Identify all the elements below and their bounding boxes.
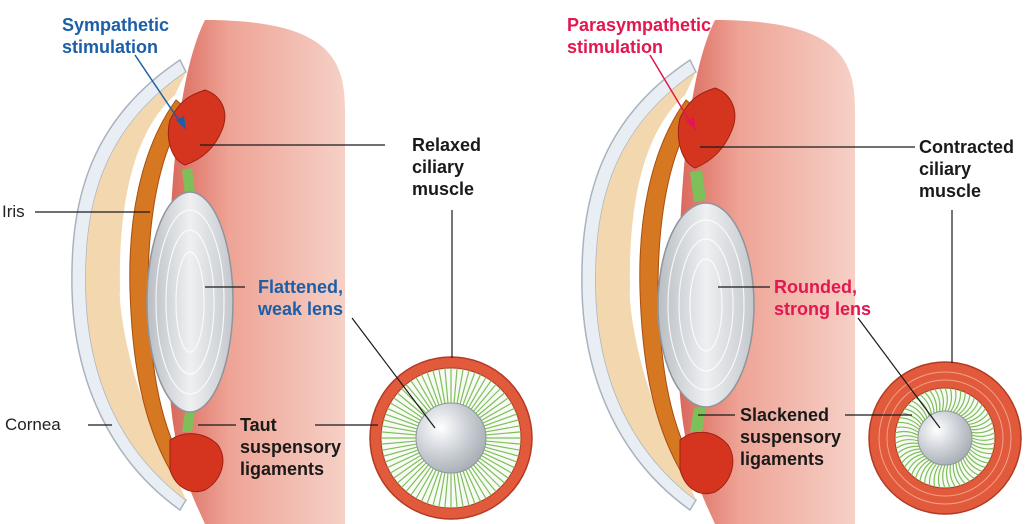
left-lens [147,192,233,412]
label-line: strong lens [774,298,871,320]
label-line: Contracted [919,136,1014,158]
label-line: ligaments [740,448,841,470]
label-line: ciliary [919,158,1014,180]
label-line: Taut [240,414,341,436]
label-line: muscle [412,178,481,200]
iris-label: Iris [2,201,25,223]
right-ring-inset [869,362,1021,514]
label-line: Slackened [740,404,841,426]
contracted-ciliary-muscle-label: Contracted ciliary muscle [919,136,1014,202]
label-line: ligaments [240,458,341,480]
rounded-lens-label: Rounded, strong lens [774,276,871,320]
label-line: Flattened, [258,276,343,298]
label-line: Relaxed [412,134,481,156]
right-lens [658,203,754,407]
label-line: Sympathetic [62,14,169,36]
flattened-lens-label: Flattened, weak lens [258,276,343,320]
taut-ligaments-label: Taut suspensory ligaments [240,414,341,480]
parasympathetic-stimulation-label: Parasympathetic stimulation [567,14,711,58]
label-line: suspensory [740,426,841,448]
label-line: suspensory [240,436,341,458]
label-line: Rounded, [774,276,871,298]
label-line: stimulation [62,36,169,58]
cornea-label: Cornea [5,414,61,436]
sympathetic-stimulation-label: Sympathetic stimulation [62,14,169,58]
label-line: stimulation [567,36,711,58]
label-line: muscle [919,180,1014,202]
left-ring-inset [370,357,532,519]
label-line: weak lens [258,298,343,320]
relaxed-ciliary-muscle-label: Relaxed ciliary muscle [412,134,481,200]
slackened-ligaments-label: Slackened suspensory ligaments [740,404,841,470]
label-line: Parasympathetic [567,14,711,36]
label-line: ciliary [412,156,481,178]
